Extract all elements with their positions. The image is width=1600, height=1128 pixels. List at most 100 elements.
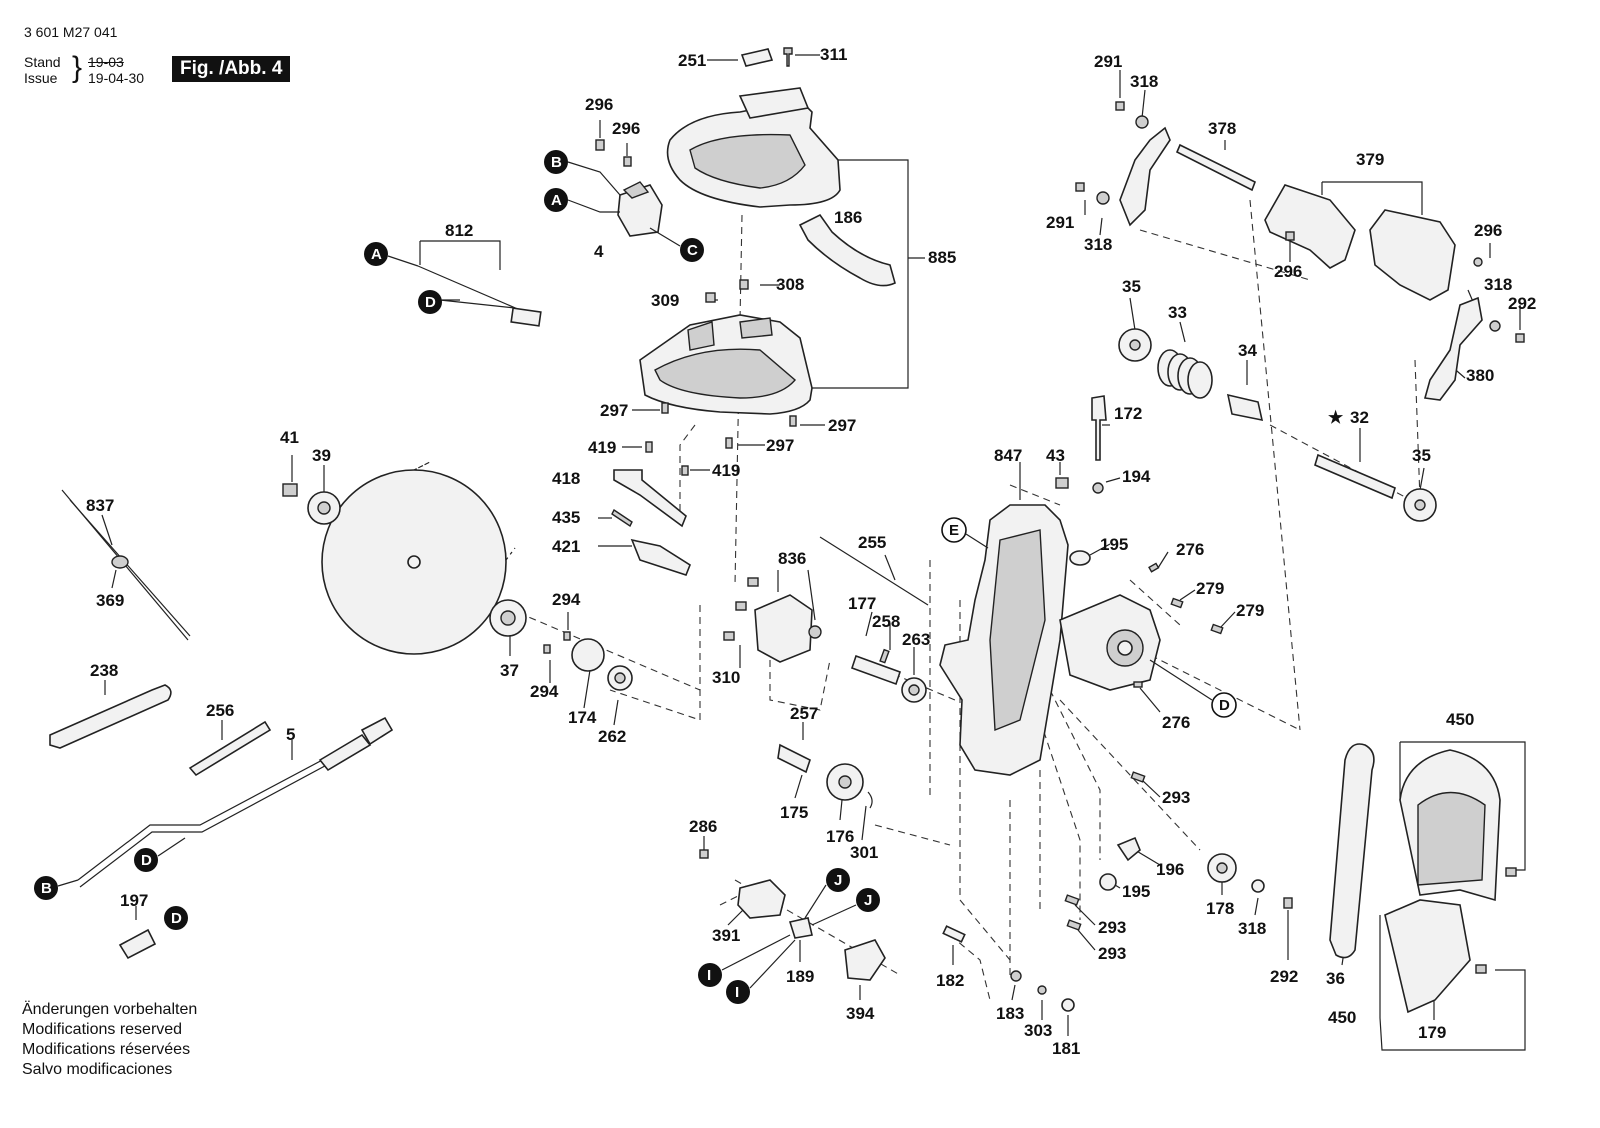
bushing-34	[1226, 393, 1264, 422]
issue-label: Issue	[24, 70, 58, 86]
callout-C: C	[680, 238, 704, 262]
switch-391	[737, 879, 786, 919]
part-label: 419	[588, 438, 616, 457]
lever-418	[613, 469, 687, 528]
svg-text:E: E	[949, 522, 959, 539]
handle-379-left	[1264, 184, 1356, 269]
part-label: 179	[1418, 1023, 1446, 1042]
handle-379-right	[1369, 209, 1456, 301]
callout-B: B	[544, 150, 568, 174]
callout-A: A	[364, 242, 388, 266]
part-label: 296	[585, 95, 613, 114]
part-label: 303	[1024, 1021, 1052, 1040]
svg-text:D: D	[171, 910, 182, 927]
part-label: 836	[778, 549, 806, 568]
svg-text:I: I	[735, 984, 739, 1001]
part-label: 279	[1196, 579, 1224, 598]
part-label: 195	[1100, 535, 1128, 554]
belt-36	[1329, 743, 1375, 959]
part-label: 186	[834, 208, 862, 227]
pin-172	[1091, 395, 1107, 461]
part-label: 294	[530, 682, 559, 701]
part-label: 32	[1350, 408, 1369, 427]
part-label: 256	[206, 701, 234, 720]
part-label: 174	[568, 708, 597, 727]
handle-base-cavity	[654, 348, 796, 399]
callout-D: D	[1211, 692, 1237, 718]
svg-text:J: J	[834, 872, 842, 889]
part-label: 279	[1236, 601, 1264, 620]
bracket-left-arm	[1119, 126, 1171, 227]
svg-text:D: D	[141, 852, 152, 869]
brace: }	[72, 51, 83, 84]
part-label: 43	[1046, 446, 1065, 465]
callout-D: D	[418, 290, 442, 314]
bracket-380	[1423, 296, 1483, 401]
callout-D: D	[134, 848, 158, 872]
svg-text:J: J	[864, 892, 872, 909]
part-label: 255	[858, 533, 886, 552]
part-label: 194	[1122, 467, 1151, 486]
callout-E: E	[941, 517, 967, 543]
part-label: 301	[850, 843, 878, 862]
label-plate	[740, 48, 774, 67]
saw-blade	[321, 461, 516, 655]
svg-text:A: A	[371, 246, 382, 263]
screw	[783, 47, 793, 67]
figure-badge: Fig. /Abb. 4	[172, 56, 291, 82]
note-line: Modifications reserved	[22, 1021, 183, 1038]
shaft-378	[1175, 143, 1257, 192]
part-label: 172	[1114, 404, 1142, 423]
stand-label: Stand	[24, 54, 61, 70]
part-label: 435	[552, 508, 580, 527]
part-label: 195	[1122, 882, 1150, 901]
part-label: 297	[600, 401, 628, 420]
part-label: 276	[1176, 540, 1204, 559]
part-label: 257	[790, 704, 818, 723]
part-label: 318	[1484, 275, 1512, 294]
star-mark: ★	[1328, 408, 1344, 427]
note-line: Änderungen vorbehalten	[22, 1001, 198, 1018]
callout-J: J	[826, 868, 850, 892]
part-label: 318	[1238, 919, 1266, 938]
part-label: 294	[552, 590, 581, 609]
part-label: 419	[712, 461, 740, 480]
part-label: 178	[1206, 899, 1234, 918]
part-label: 34	[1238, 341, 1257, 360]
cable-812	[417, 265, 521, 311]
cover-836	[754, 594, 813, 663]
parts	[49, 47, 1525, 1014]
part-label: 297	[766, 436, 794, 455]
svg-text:D: D	[1219, 697, 1230, 714]
part-label: 5	[286, 725, 295, 744]
rod-255	[819, 536, 929, 606]
shaft-177	[850, 654, 902, 686]
part-label: 309	[651, 291, 679, 310]
part-label: 33	[1168, 303, 1187, 322]
part-label: 291	[1094, 52, 1122, 71]
part-label: 238	[90, 661, 118, 680]
part-label: 293	[1098, 918, 1126, 937]
part-label: 39	[312, 446, 331, 465]
part-label: 450	[1328, 1008, 1356, 1027]
plug-197	[118, 928, 157, 960]
part-label: 35	[1412, 446, 1431, 465]
bracket-394	[844, 939, 886, 981]
svg-text:B: B	[41, 880, 52, 897]
part-label: 450	[1446, 710, 1474, 729]
callout-A: A	[544, 188, 568, 212]
pinion-175	[777, 743, 811, 774]
handle-bracket	[798, 213, 896, 287]
part-label: 196	[1156, 860, 1184, 879]
power-cord	[77, 739, 361, 881]
part-label: 418	[552, 469, 580, 488]
part-label: 263	[902, 630, 930, 649]
part-label: 197	[120, 891, 148, 910]
modification-notes: Änderungen vorbehalten Modifications res…	[22, 1000, 197, 1080]
part-label: 378	[1208, 119, 1236, 138]
part-label: 310	[712, 668, 740, 687]
part-label: 296	[1274, 262, 1302, 281]
callout-D: D	[164, 906, 188, 930]
part-label: 276	[1162, 713, 1190, 732]
